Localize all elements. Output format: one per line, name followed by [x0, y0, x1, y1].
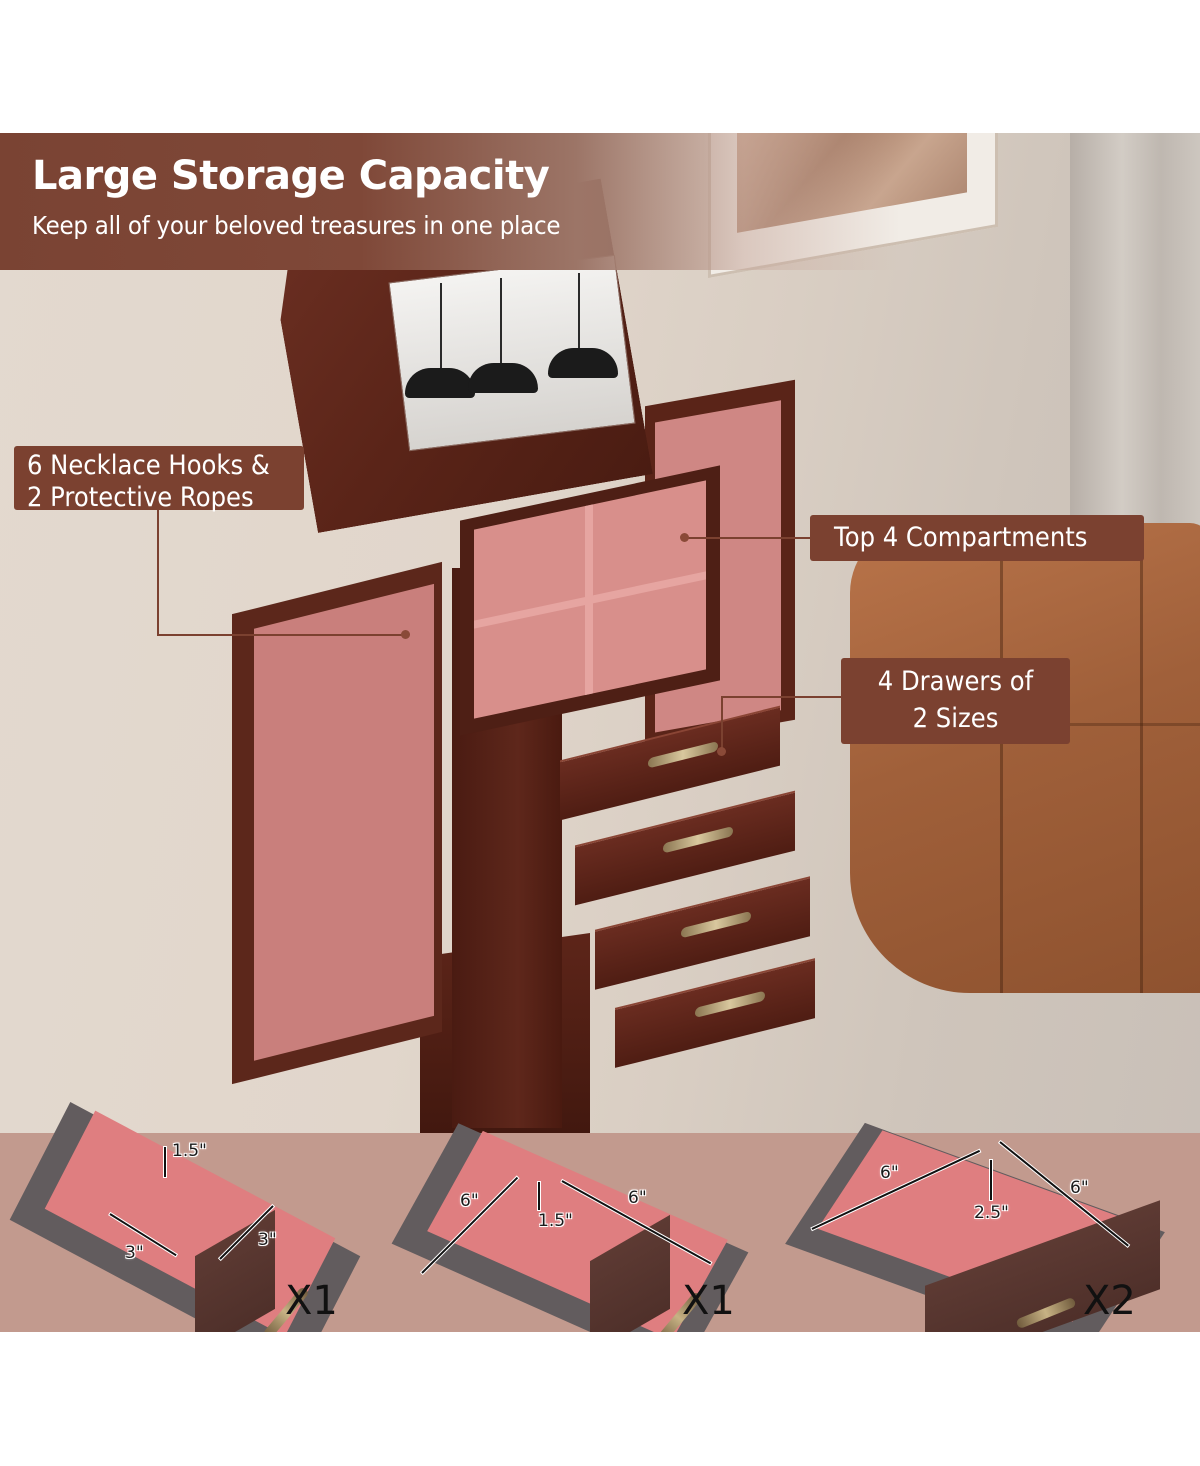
lamp-cord	[500, 278, 502, 368]
lamp-cord	[578, 273, 580, 353]
pendant-lamp-reflection	[468, 363, 538, 393]
callout-drawers: 4 Drawers of 2 Sizes	[841, 658, 1070, 744]
dimension-length: 6"	[628, 1188, 647, 1208]
drawer-handle	[681, 910, 751, 939]
room-background	[0, 133, 1200, 1133]
left-necklace-door	[232, 561, 442, 1085]
dimension-width: 6"	[880, 1163, 899, 1183]
dimension-compartment-width: 3"	[125, 1243, 144, 1263]
dimension-arrow	[538, 1182, 540, 1210]
leader-dot	[401, 630, 410, 639]
chair-seam	[1000, 523, 1003, 993]
leader-line	[721, 696, 723, 751]
lamp-cord	[440, 283, 442, 373]
diagram-deep-drawer: 6" 6" 2.5" X2	[785, 1122, 1170, 1332]
dimension-length: 6"	[1070, 1178, 1089, 1198]
callout-line: 2 Sizes	[912, 703, 999, 734]
quantity-label: X1	[285, 1278, 338, 1324]
leader-line	[157, 634, 407, 636]
callout-top-compartments: Top 4 Compartments	[810, 515, 1144, 561]
diagram-shallow-drawer: 6" 6" 1.5" X1	[391, 1123, 750, 1332]
dimension-depth: 2.5"	[974, 1203, 1009, 1223]
dimension-arrow	[990, 1160, 992, 1200]
callout-line: Top 4 Compartments	[834, 522, 1088, 553]
drawer-handle	[695, 990, 765, 1018]
pendant-lamp-reflection	[548, 348, 618, 378]
drawer-handle	[663, 826, 733, 854]
product-image: Large Storage Capacity Keep all of your …	[0, 133, 1200, 1332]
leader-dot	[680, 533, 689, 542]
tray-velvet	[474, 480, 706, 719]
callout-line: 4 Drawers of	[877, 666, 1034, 697]
left-door-velvet	[254, 583, 434, 1061]
dimension-compartment-length: 3"	[258, 1230, 277, 1250]
quantity-label: X2	[1083, 1278, 1136, 1324]
pendant-lamp-reflection	[405, 368, 475, 398]
leader-line	[157, 510, 159, 635]
dimension-depth: 1.5"	[172, 1141, 207, 1161]
diagram-compartment-tray: 1.5" 3" 3" X1	[9, 1102, 370, 1332]
header-banner: Large Storage Capacity Keep all of your …	[0, 133, 1200, 270]
dimension-arrow	[164, 1147, 166, 1177]
dimension-width: 6"	[460, 1191, 479, 1211]
drawer-dimensions-panel: 1.5" 3" 3" X1 6" 6" 1.5" X1	[0, 1102, 1200, 1332]
callout-line: 2 Protective Ropes	[27, 482, 254, 513]
callout-line: 6 Necklace Hooks &	[27, 450, 270, 481]
leader-line	[721, 696, 841, 698]
chair-seam	[1140, 523, 1143, 993]
leather-armchair	[850, 523, 1200, 993]
headline: Large Storage Capacity	[32, 153, 550, 199]
leader-line	[684, 537, 810, 539]
subheadline: Keep all of your beloved treasures in on…	[32, 211, 561, 240]
leader-dot	[717, 747, 726, 756]
dimension-depth: 1.5"	[538, 1211, 573, 1231]
drawer-handle	[648, 741, 718, 769]
callout-necklace-hooks: 6 Necklace Hooks & 2 Protective Ropes	[14, 446, 304, 513]
quantity-label: X1	[682, 1278, 735, 1324]
